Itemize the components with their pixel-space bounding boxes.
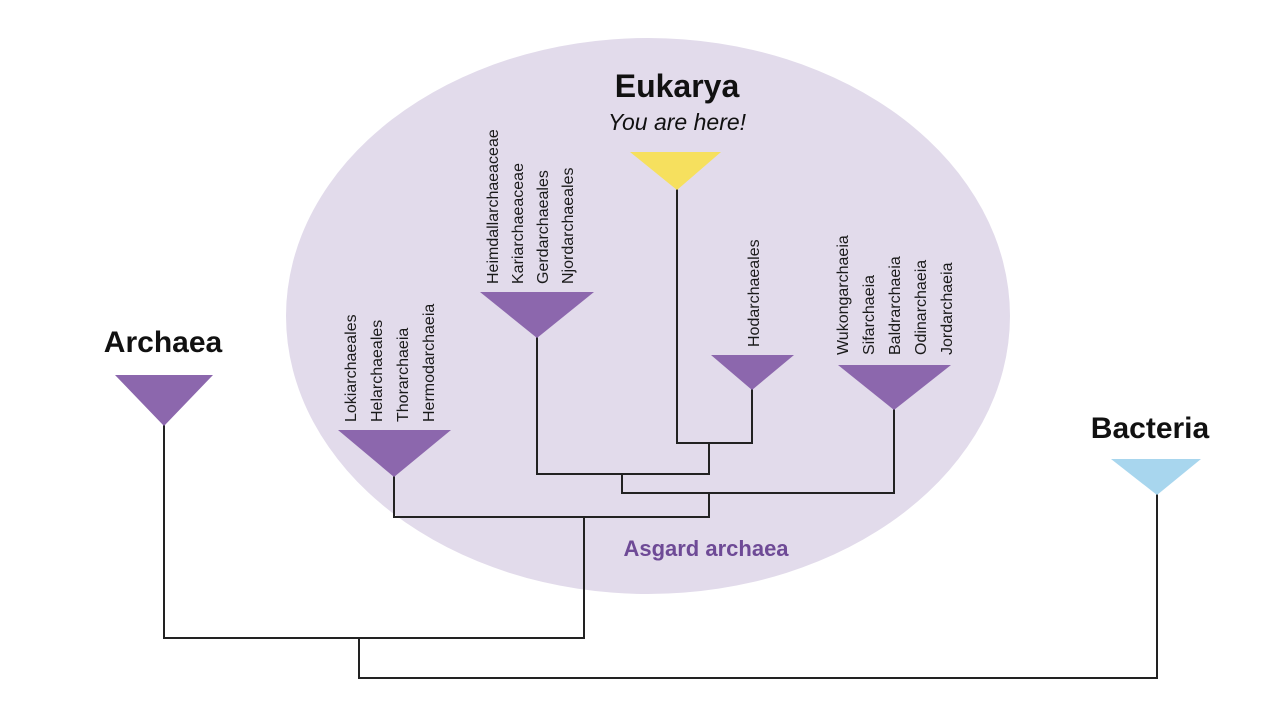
bacteria-label: Bacteria (1091, 412, 1210, 445)
wukong-clade-member-label: Sifarchaeia (861, 275, 878, 355)
hodar-clade-member-label: Hodarchaeales (746, 239, 763, 347)
asgard-region (286, 38, 1010, 594)
heimdall-clade-triangle (480, 292, 594, 338)
wukong-clade-triangle (838, 365, 951, 410)
clade-member-labels: Lokiarchaeales Helarchaeales Thorarchaeia H… (343, 129, 956, 422)
you-are-here-label: You are here! (608, 109, 747, 135)
loki-clade-member-label: Helarchaeales (369, 320, 386, 422)
heimdall-clade-member-label: Njordarchaeales (560, 167, 577, 284)
eukarya-clade-triangle (630, 152, 721, 190)
archaea-clade-triangle (115, 375, 213, 426)
wukong-clade-member-label: Baldrarchaeia (887, 256, 904, 355)
asgard-archaea-label: Asgard archaea (623, 536, 789, 561)
wukong-clade-member-label: Wukongarchaeia (835, 235, 852, 355)
loki-clade-member-label: Thorarchaeia (395, 328, 412, 422)
wukong-clade-member-label: Odinarchaeia (913, 260, 930, 355)
eukarya-label: Eukarya (615, 68, 740, 104)
wukong-clade-member-label: Jordarchaeia (939, 262, 956, 355)
heimdall-clade-member-label: Kariarchaeaceae (510, 163, 527, 284)
loki-clade-member-label: Lokiarchaeales (343, 314, 360, 422)
loki-clade-member-label: Hermodarchaeia (421, 304, 438, 422)
loki-clade-triangle (338, 430, 451, 477)
archaea-label: Archaea (104, 326, 223, 359)
bacteria-clade-triangle (1111, 459, 1201, 495)
heimdall-clade-member-label: Gerdarchaeales (535, 170, 552, 284)
hodar-clade-triangle (711, 355, 794, 390)
heimdall-clade-member-label: Heimdallarchaeaceae (485, 129, 502, 284)
branches (163, 189, 1158, 679)
